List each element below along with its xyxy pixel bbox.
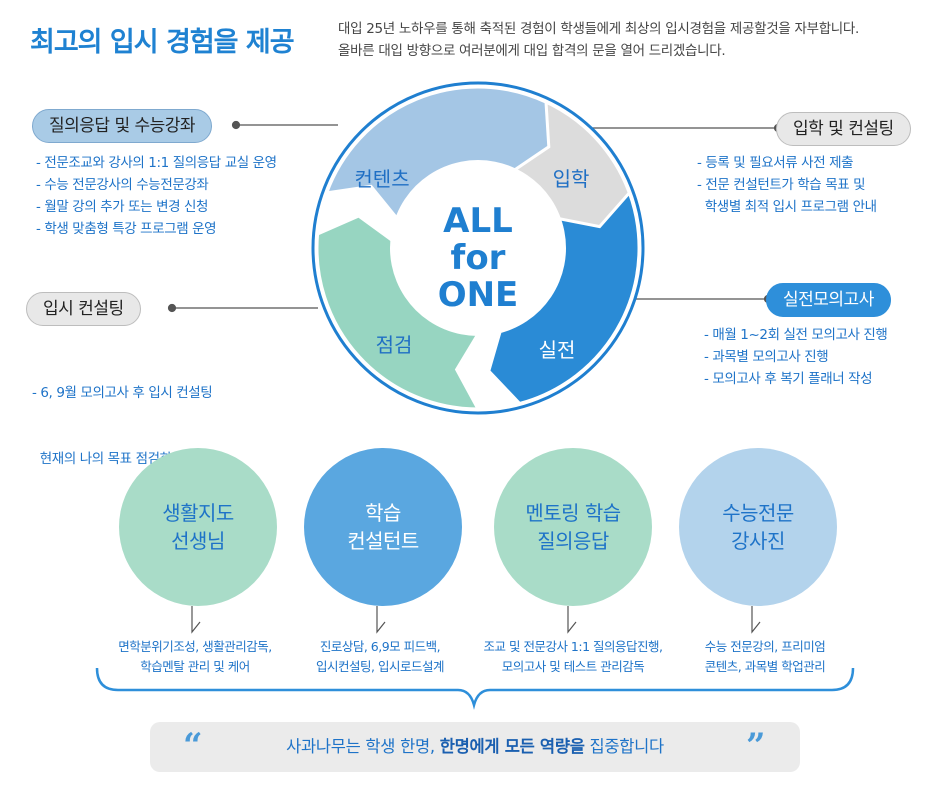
quote-close-icon: ” bbox=[746, 726, 766, 766]
role-caption-csat-instructors: 수능 전문강의, 프리미엄 콘텐츠, 과목별 학업관리 bbox=[704, 639, 826, 674]
pointer-role-2 bbox=[567, 606, 577, 634]
cycle-center-line-2: for bbox=[451, 238, 506, 278]
quote-text-before: 사과나무는 학생 한명, bbox=[286, 737, 440, 756]
service-mock-exam-list: - 매월 1~2회 실전 모의고사 진행 - 과목별 모의고사 진행 - 모의고… bbox=[704, 324, 888, 390]
list-item: - 6, 9월 모의고사 후 입시 컨설팅 bbox=[32, 385, 213, 401]
service-admission-list: - 등록 및 필요서류 사전 제출 - 전문 컨설턴트가 학습 목표 및 학생별… bbox=[697, 152, 877, 218]
list-item: - 모의고사 후 복기 플래너 작성 bbox=[704, 371, 873, 387]
role-caption-mentoring-qa: 조교 및 전문강사 1:1 질의응답진행, 모의고사 및 테스트 관리감독 bbox=[483, 639, 664, 674]
intro-line-2: 올바른 대입 방향으로 여러분에게 대입 합격의 문을 열어 드리겠습니다. bbox=[338, 43, 726, 59]
quote-open-icon: “ bbox=[183, 726, 203, 766]
role-circle-csat-instructors: 수능전문 강사진 bbox=[679, 448, 837, 606]
role-title: 생활지도 선생님 bbox=[162, 501, 234, 553]
cycle-center bbox=[390, 160, 566, 336]
role-title: 학습 컨설턴트 bbox=[347, 501, 419, 553]
quote-text-after: 집중합니다 bbox=[584, 737, 665, 756]
intro-text: 대입 25년 노하우를 통해 축적된 경험이 학생들에게 최상의 입시경험을 제… bbox=[338, 18, 859, 62]
service-consulting-title: 입시 컨설팅 bbox=[26, 292, 141, 326]
service-admission-title: 입학 및 컨설팅 bbox=[776, 112, 911, 146]
intro-line-1: 대입 25년 노하우를 통해 축적된 경험이 학생들에게 최상의 입시경험을 제… bbox=[338, 21, 860, 37]
cycle-segments bbox=[315, 85, 641, 411]
cycle-center-line-1: ALL bbox=[443, 201, 513, 241]
service-qa-lecture-title: 질의응답 및 수능강좌 bbox=[32, 109, 213, 143]
pointer-role-1 bbox=[376, 606, 386, 634]
quote-text-bold: 한명에게 모든 역량을 bbox=[439, 737, 585, 756]
segment-label-practice: 실전 bbox=[539, 338, 576, 362]
role-circle-life-guidance: 생활지도 선생님 bbox=[119, 448, 277, 606]
role-title: 멘토링 학습 질의응답 bbox=[525, 501, 621, 553]
list-item: - 학생 맞춤형 특강 프로그램 운영 bbox=[36, 221, 217, 237]
role-caption-life-guidance: 면학분위기조성, 생활관리감독, 학습멘탈 관리 및 케어 bbox=[118, 639, 272, 674]
connector-dot-bottom-left bbox=[167, 303, 177, 313]
quote-text: 사과나무는 학생 한명, 한명에게 모든 역량을 집중합니다 bbox=[150, 722, 800, 772]
list-item: - 등록 및 필요서류 사전 제출 bbox=[697, 155, 854, 171]
roles-bracket bbox=[95, 667, 855, 710]
pointer-role-3 bbox=[751, 606, 761, 634]
service-qa-lecture-list: - 전문조교와 강사의 1:1 질의응답 교실 운영 - 수능 전문강사의 수능… bbox=[36, 152, 277, 240]
list-item: - 매월 1~2회 실전 모의고사 진행 bbox=[704, 327, 888, 343]
role-circle-learning-consultant: 학습 컨설턴트 bbox=[304, 448, 462, 606]
page-title: 최고의 입시 경험을 제공 bbox=[30, 27, 295, 58]
connector-dot-top-left bbox=[231, 120, 241, 130]
role-circle-mentoring-qa: 멘토링 학습 질의응답 bbox=[494, 448, 652, 606]
list-item: - 전문조교와 강사의 1:1 질의응답 교실 운영 bbox=[36, 155, 277, 171]
role-title: 수능전문 강사진 bbox=[722, 501, 794, 553]
cycle-center-line-3: ONE bbox=[438, 275, 519, 315]
service-mock-exam-title: 실전모의고사 bbox=[766, 283, 891, 317]
role-caption-learning-consultant: 진로상담, 6,9모 피드백, 입시컨설팅, 입시로드설계 bbox=[316, 639, 444, 674]
quote-box bbox=[150, 722, 800, 772]
segment-label-admission: 입학 bbox=[553, 167, 590, 191]
list-item: - 전문 컨설턴트가 학습 목표 및 bbox=[697, 177, 866, 193]
pointer-role-0 bbox=[191, 606, 201, 634]
segment-label-contents: 컨텐츠 bbox=[354, 167, 409, 191]
list-item: 학생별 최적 입시 프로그램 안내 bbox=[697, 199, 877, 215]
segment-label-check: 점검 bbox=[376, 333, 413, 357]
list-item: - 과목별 모의고사 진행 bbox=[704, 349, 829, 365]
list-item: - 월말 강의 추가 또는 변경 신청 bbox=[36, 199, 209, 215]
list-item: - 수능 전문강사의 수능전문강좌 bbox=[36, 177, 209, 193]
